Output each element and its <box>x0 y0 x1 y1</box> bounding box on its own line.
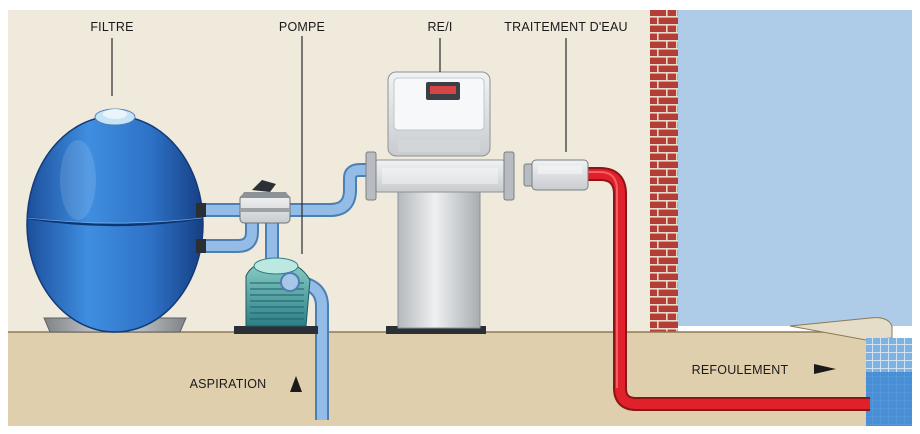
regulator-label: RE/I <box>427 20 452 34</box>
ground <box>8 332 866 426</box>
supply-pipe <box>200 165 378 215</box>
brick-wall <box>650 10 678 332</box>
discharge-label: REFOULEMENT <box>692 363 789 377</box>
return-pipe <box>560 169 870 409</box>
multiport-valve <box>239 180 291 224</box>
regulator <box>365 71 515 334</box>
pool-inlet-water <box>866 372 912 426</box>
discharge-arrow-right-icon <box>814 364 836 374</box>
return-pipe-highlight <box>560 171 618 388</box>
suction-label: ASPIRATION <box>190 377 267 391</box>
treatment-label: TRAITEMENT D'EAU <box>504 20 627 34</box>
filter-pump-pipe <box>200 214 257 251</box>
pool-coping <box>789 317 893 341</box>
filter-label: FILTRE <box>90 20 133 34</box>
water-treatment-unit <box>523 159 589 191</box>
pump <box>234 257 318 334</box>
sand-filter <box>26 108 206 333</box>
pump-label: POMPE <box>279 20 325 34</box>
pool-water <box>678 10 912 326</box>
suction-arrow-up-icon <box>290 376 302 392</box>
